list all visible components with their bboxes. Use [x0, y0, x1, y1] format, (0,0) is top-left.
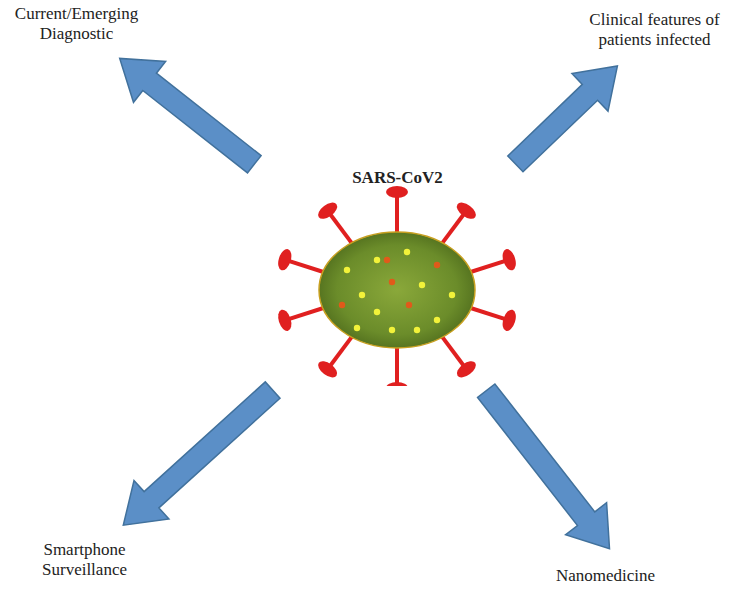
block-arrow: [123, 382, 280, 525]
topic-label: Smartphone Surveillance: [22, 540, 147, 581]
topic-label: Clinical features of patients infected: [578, 10, 731, 51]
topic-text: Current/Emerging Diagnostic: [4, 4, 149, 45]
block-arrow: [120, 58, 261, 172]
topic-label: Nanomedicine: [556, 566, 706, 586]
block-arrow: [478, 384, 610, 549]
virus-title: SARS-CoV2: [245, 168, 550, 188]
virus-node: SARS-CoV2: [245, 168, 550, 386]
topic-text: Nanomedicine: [556, 566, 706, 586]
topic-text: Smartphone Surveillance: [22, 540, 147, 581]
topic-text: Clinical features of patients infected: [578, 10, 731, 51]
virus-illustration: [245, 168, 550, 386]
topic-label: Current/Emerging Diagnostic: [4, 4, 149, 45]
block-arrow: [508, 66, 618, 172]
